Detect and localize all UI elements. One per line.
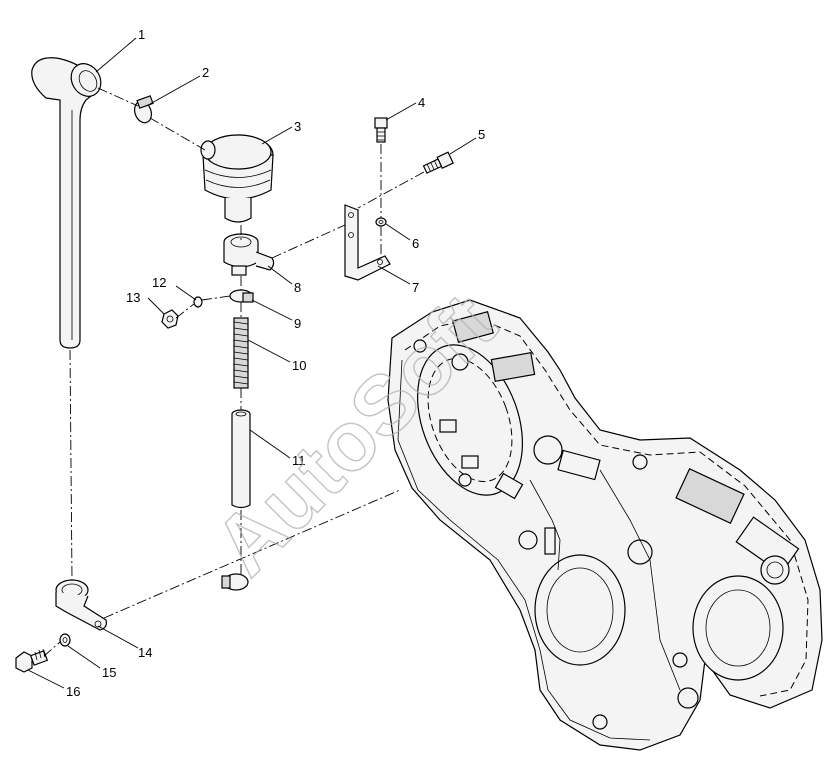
engine-front-cover-housing <box>387 299 823 751</box>
part-1-breather-tube <box>31 57 102 349</box>
callout-7: 7 <box>412 280 419 295</box>
part-3-breather-filter <box>200 134 274 223</box>
part-15-washer <box>59 633 71 647</box>
callout-labels: 1 2 3 4 5 6 7 8 9 10 11 12 13 14 15 16 <box>66 27 485 699</box>
callout-2: 2 <box>202 65 209 80</box>
part-9-clamp <box>229 289 254 303</box>
part-6-washer <box>375 217 387 227</box>
part-12-washer <box>193 296 203 308</box>
part-5-bolt <box>422 151 454 174</box>
callout-5: 5 <box>478 127 485 142</box>
callout-16: 16 <box>66 684 80 699</box>
callout-3: 3 <box>294 119 301 134</box>
callout-8: 8 <box>294 280 301 295</box>
part-13-nut <box>161 309 179 329</box>
callout-12: 12 <box>152 275 166 290</box>
part-16-bolt <box>15 648 49 673</box>
part-10-spring <box>233 317 249 389</box>
assembly-centre-lines <box>43 87 425 657</box>
callout-1: 1 <box>138 27 145 42</box>
lower-hose-clamp <box>221 573 249 591</box>
part-7-bracket <box>344 204 391 281</box>
part-2-hose-clamp <box>133 95 154 124</box>
part-4-bolt <box>374 117 388 143</box>
callout-14: 14 <box>138 645 152 660</box>
callout-4: 4 <box>418 95 425 110</box>
part-11-tube <box>231 409 251 509</box>
callout-6: 6 <box>412 236 419 251</box>
callout-10: 10 <box>292 358 306 373</box>
callout-9: 9 <box>294 316 301 331</box>
leader-lines <box>27 37 477 689</box>
callout-13: 13 <box>126 290 140 305</box>
callout-15: 15 <box>102 665 116 680</box>
part-8-connector <box>223 233 275 276</box>
part-14-clamp-bracket <box>55 579 107 631</box>
callout-11: 11 <box>292 453 306 468</box>
